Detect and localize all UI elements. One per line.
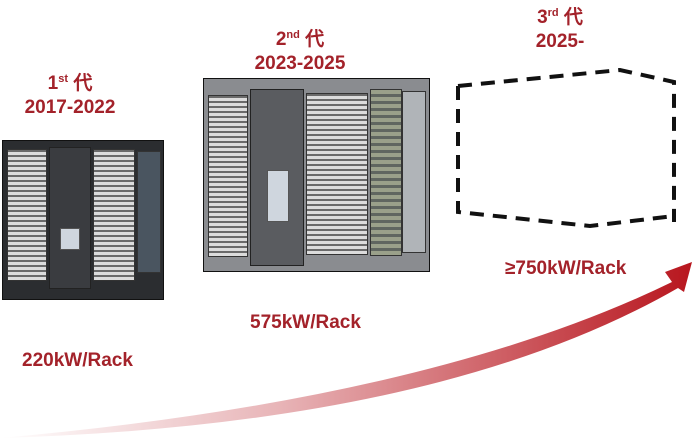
gen2-label: 2nd 代 2023-2025 — [254, 29, 346, 74]
gen1-power: 220kW/Rack — [22, 350, 133, 371]
gen3-label: 3rd 代 2025- — [535, 7, 585, 52]
gen1-rack-image — [2, 140, 164, 300]
gen2-power: 575kW/Rack — [250, 312, 361, 333]
future-rack-outline — [456, 67, 676, 229]
gen3-power: ≥750kW/Rack — [505, 258, 627, 279]
gen2-rack-image — [203, 78, 430, 272]
gen1-label: 1st 代 2017-2022 — [24, 73, 116, 118]
